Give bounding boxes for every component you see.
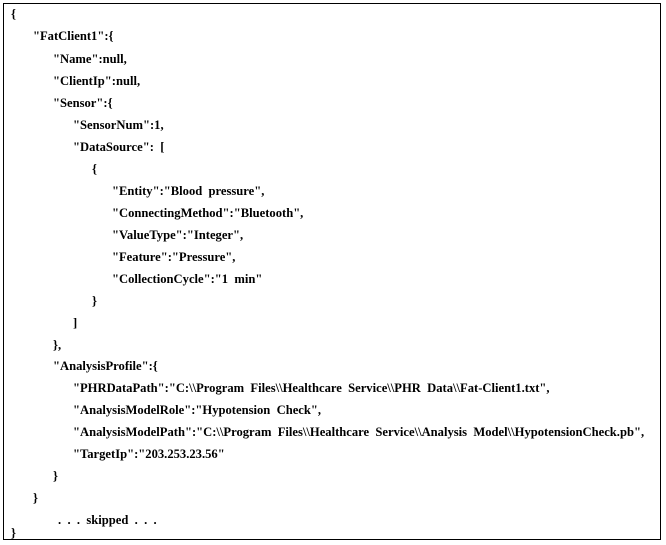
code-line: "FatClient1":{ xyxy=(33,29,114,43)
code-line: "ConnectingMethod":"Bluetooth", xyxy=(112,206,304,220)
code-line: "ValueType":"Integer", xyxy=(112,228,244,242)
code-line: "AnalysisModelRole":"Hypotension Check", xyxy=(73,403,322,417)
code-line: "TargetIp":"203.253.23.56" xyxy=(73,447,225,461)
code-line: "Sensor":{ xyxy=(53,96,113,110)
code-line: "CollectionCycle":"1 min" xyxy=(112,272,263,286)
code-line: "ClientIp":null, xyxy=(53,74,141,88)
code-line: "SensorNum":1, xyxy=(73,118,164,132)
code-line: "Name":null, xyxy=(53,52,127,66)
code-line: "Entity":"Blood pressure", xyxy=(112,184,265,198)
code-frame: { "FatClient1":{ "Name":null, "ClientIp"… xyxy=(3,3,661,540)
code-line: } xyxy=(92,294,97,308)
code-line: . . . skipped . . . xyxy=(58,513,157,527)
code-line: "PHRDataPath":"C:\\Program Files\\Health… xyxy=(73,381,550,395)
code-line: } xyxy=(53,469,58,483)
code-line: { xyxy=(92,162,97,176)
code-line: "AnalysisModelPath":"C:\\Program Files\\… xyxy=(73,425,645,439)
code-line: ] xyxy=(73,316,78,330)
code-line: "Feature":"Pressure", xyxy=(112,250,236,264)
code-line: }, xyxy=(53,338,62,352)
code-line: { xyxy=(11,7,16,21)
code-line: } xyxy=(11,526,16,540)
code-line: "AnalysisProfile":{ xyxy=(53,359,158,373)
code-line: "DataSource": [ xyxy=(73,140,165,154)
code-line: } xyxy=(33,491,38,505)
